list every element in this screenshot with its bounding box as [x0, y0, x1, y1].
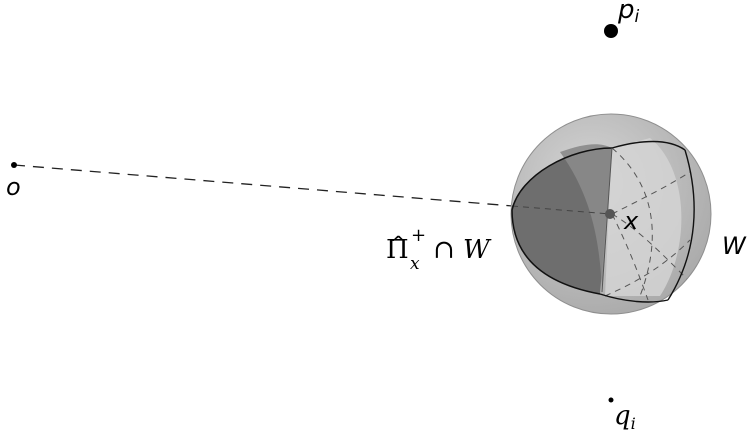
- hidden-arc-4: [611, 171, 691, 215]
- label-region-sup: +: [411, 225, 426, 246]
- label-o: o: [6, 173, 21, 201]
- label-x: x: [623, 207, 639, 235]
- visible-arc-right: [667, 149, 695, 301]
- label-region: ^ Π + x ∩ W: [386, 225, 492, 274]
- mid-region: [560, 144, 612, 292]
- label-region-hat: ^: [390, 231, 407, 255]
- visible-arc-left: [511, 147, 613, 295]
- label-w: W: [722, 232, 747, 260]
- label-region-pi: Π: [386, 235, 409, 265]
- label-q-sub: i: [631, 414, 636, 433]
- inner-ray: [511, 205, 611, 215]
- point-x: [605, 209, 615, 219]
- label-region-sub: x: [410, 254, 420, 274]
- point-o: [11, 162, 17, 168]
- light-region: [605, 138, 682, 296]
- ray-o-to-x: [13, 164, 611, 215]
- visible-arc-bottom: [599, 293, 669, 303]
- visible-arc-top: [611, 140, 686, 151]
- label-region-rest: ∩ W: [433, 235, 492, 265]
- hidden-arc-1: [611, 147, 653, 297]
- point-q: [608, 397, 614, 403]
- label-q: qi: [614, 401, 636, 433]
- visible-arc-vertical: [601, 147, 613, 293]
- label-p: pi: [617, 0, 640, 27]
- hidden-arc-3: [611, 213, 649, 301]
- label-p-sub: i: [635, 7, 640, 27]
- hidden-arc-5: [604, 239, 691, 297]
- point-p: [604, 24, 618, 38]
